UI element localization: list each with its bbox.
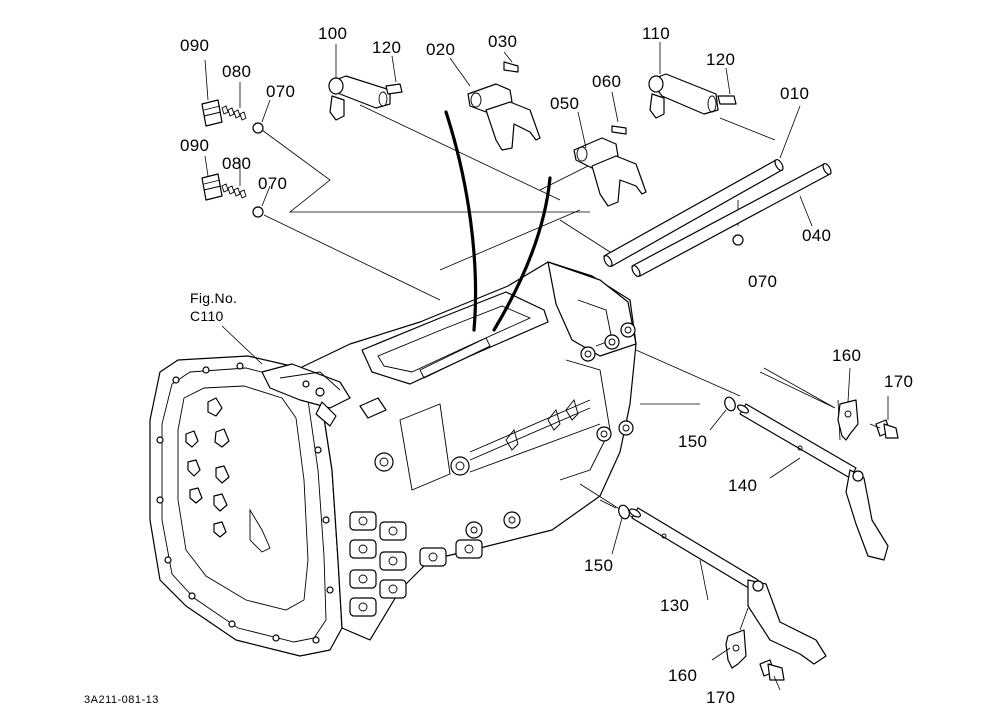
callout-090-lower: 090 (180, 136, 210, 155)
drawing-code: 3A211-081-13 (84, 694, 159, 706)
shift-fork-050 (573, 125, 647, 207)
o-ring-upper (724, 396, 736, 412)
callout-160-upper: 160 (832, 346, 862, 365)
shift-shaft-130 (628, 507, 827, 665)
shift-rods (603, 158, 832, 278)
figure-reference-line1: Fig.No. (190, 290, 238, 306)
figure-reference-line2: C110 (190, 308, 224, 324)
callout-160-lower: 160 (668, 666, 698, 685)
harness-line-b (492, 176, 552, 332)
o-ring-lower (618, 504, 630, 520)
callout-120-right: 120 (706, 50, 736, 69)
callout-170-upper: 170 (884, 372, 914, 391)
callout-120-left: 120 (372, 38, 402, 57)
callout-150-lower: 150 (584, 556, 614, 575)
callout-100: 100 (318, 24, 348, 43)
shift-fork-020 (467, 61, 541, 151)
callout-150-upper: 150 (678, 432, 708, 451)
callout-020: 020 (426, 40, 456, 59)
callout-070-rods: 070 (748, 272, 778, 291)
callout-140: 140 (728, 476, 758, 495)
callout-090-upper: 090 (180, 36, 210, 55)
harness-line-a (444, 110, 478, 332)
callout-030: 030 (488, 32, 518, 51)
callout-130: 130 (660, 596, 690, 615)
callout-010: 010 (780, 84, 810, 103)
detent-set-lower (201, 173, 264, 218)
shift-shaft-140 (736, 403, 889, 561)
callout-080-upper: 080 (222, 62, 252, 81)
lock-plate-lower (725, 629, 747, 669)
callout-110: 110 (642, 24, 671, 43)
callout-060: 060 (592, 72, 622, 91)
transmission-case (149, 261, 637, 657)
lock-plate-upper (837, 399, 859, 441)
callout-040: 040 (802, 226, 832, 245)
callout-070-upper: 070 (266, 82, 296, 101)
callout-170-lower: 170 (706, 688, 736, 707)
callout-080-lower: 080 (222, 154, 252, 173)
bolt-lower (759, 659, 785, 681)
callout-leaders (204, 42, 889, 691)
shift-shaft-100 (328, 75, 403, 121)
callout-070-lower: 070 (258, 174, 288, 193)
callout-050: 050 (550, 94, 580, 113)
shift-shaft-110 (648, 73, 737, 119)
detent-set-upper (201, 99, 264, 134)
bolt-upper (869, 419, 899, 439)
